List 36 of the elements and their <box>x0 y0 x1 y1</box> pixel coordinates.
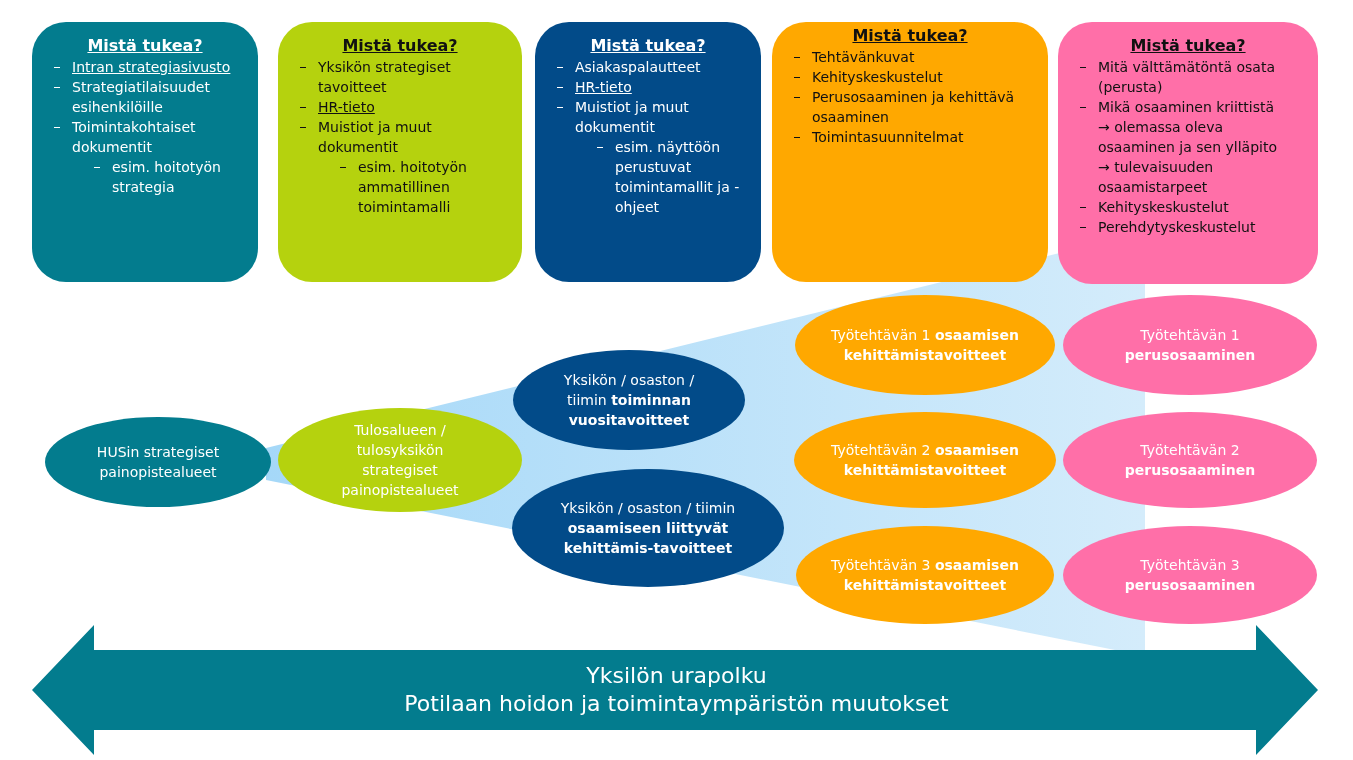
list-item: Kehityskeskustelut <box>1072 197 1304 217</box>
list-item: Yksikön strategiset tavoitteet <box>292 57 508 97</box>
list-item: HR-tieto <box>549 77 747 97</box>
list-item: → olemassa oleva osaaminen ja sen ylläpito <box>1097 118 1278 157</box>
list-item: esim. hoitotyön strategia <box>46 157 244 197</box>
list-item: Toimintasuunnitelmat <box>786 127 1034 147</box>
list-item: → tulevaisuuden osaamistarpeet <box>1097 158 1215 197</box>
card-heading: Mistä tukea? <box>341 36 459 55</box>
info-card <box>1058 22 1318 284</box>
list-item: esim. hoitotyön ammatillinen toimintamalli <box>292 157 508 217</box>
list-item: Kehityskeskustelut <box>786 67 1034 87</box>
goal-ellipse: Tulosalueen / tulosyksikön strategiset painopistealueet <box>278 408 522 512</box>
info-card <box>278 22 522 282</box>
goal-ellipse: Työtehtävän 3 perusosaaminen <box>1063 526 1317 624</box>
card-heading: Mistä tukea? <box>589 36 707 55</box>
goal-ellipse: Työtehtävän 2 perusosaaminen <box>1063 412 1317 508</box>
list-item: Tehtävänkuvat <box>786 47 1034 67</box>
list-item: Mikä osaaminen kriittistä <box>1072 97 1304 117</box>
list-item: Strategiatilaisuudet esihenkilöille <box>46 77 244 117</box>
goal-ellipse: HUSin strategiset painopistealueet <box>45 417 271 507</box>
list-item: Perehdytyskeskustelut <box>1072 217 1304 237</box>
info-card <box>32 22 258 282</box>
arrow-text: Potilaan hoidon ja toimintaympäristön muutokset <box>403 690 950 718</box>
list-item: Mitä välttämätöntä osata (perusta) <box>1072 57 1304 97</box>
list-item: esim. näyttöön perustuvat toimintamallit ja -ohjeet <box>549 137 747 217</box>
list-item: Asiakaspalautteet <box>549 57 747 77</box>
list-item: Perusosaaminen ja kehittävä osaaminen <box>786 87 1034 127</box>
arrow-text: Yksilön urapolku <box>585 662 768 690</box>
list-item: HR-tieto <box>292 97 508 117</box>
card-heading: Mistä tukea? <box>86 36 204 55</box>
info-card <box>535 22 761 282</box>
card-heading: Mistä tukea? <box>851 26 969 45</box>
card-heading: Mistä tukea? <box>1129 36 1247 55</box>
list-item: Intran strategiasivusto <box>46 57 244 77</box>
info-card <box>772 22 1048 282</box>
goal-ellipse: Työtehtävän 1 perusosaaminen <box>1063 295 1317 395</box>
